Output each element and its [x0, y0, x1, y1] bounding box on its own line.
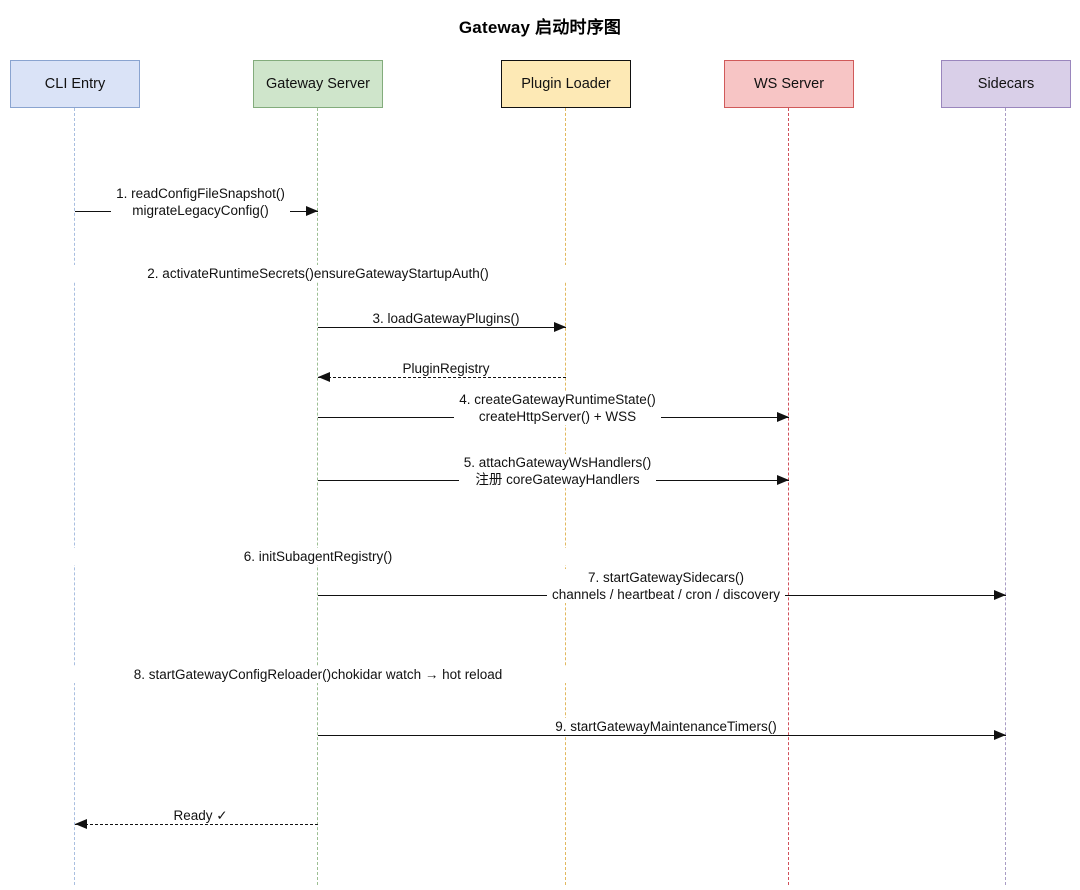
arrow-head-icon — [777, 475, 789, 485]
message-label-line2: 注册 coreGatewayHandlers — [475, 472, 640, 487]
message-label: 9. startGatewayMaintenanceTimers() — [362, 718, 970, 735]
arrow-head-icon — [554, 322, 566, 332]
arrow-head-icon — [75, 819, 87, 829]
message-label-line1: 1. readConfigFileSnapshot() — [116, 186, 285, 201]
arrow-head-icon — [777, 412, 789, 422]
message-label-line2: ensureGatewayStartupAuth() — [313, 266, 489, 281]
message-line — [318, 735, 1006, 736]
participant-ws[interactable]: WS Server — [724, 60, 854, 108]
participant-label: CLI Entry — [44, 76, 106, 92]
participant-plugin[interactable]: Plugin Loader — [501, 60, 631, 108]
participant-label: WS Server — [753, 76, 825, 92]
message-label-line1: 2. activateRuntimeSecrets() — [147, 266, 314, 281]
lifeline-cli — [74, 108, 76, 885]
arrow-head-icon — [318, 372, 330, 382]
message-label-line1: 7. startGatewaySidecars() — [587, 570, 745, 585]
page-title: Gateway 启动时序图 — [458, 18, 622, 37]
lifeline-ws — [788, 108, 790, 885]
message-label-line2: createHttpServer() + WSS — [478, 409, 637, 424]
message-label: 5. attachGatewayWsHandlers() 注册 coreGatew… — [254, 454, 862, 488]
participant-label: Plugin Loader — [521, 76, 611, 92]
participant-label: Gateway Server — [266, 76, 370, 92]
participant-sidecar[interactable]: Sidecars — [941, 60, 1071, 108]
message-line — [318, 327, 566, 328]
lifeline-plugin — [565, 108, 567, 885]
message-label: PluginRegistry — [142, 360, 750, 377]
message-label-line1: Ready ✓ — [173, 808, 228, 823]
message-label: 4. createGatewayRuntimeState() createHttp… — [254, 391, 862, 425]
participant-label: Sidecars — [977, 76, 1035, 92]
message-label-line1: PluginRegistry — [402, 361, 490, 376]
message-label-line2: migrateLegacyConfig() — [132, 203, 269, 218]
message-label-line2: chokidar watch → hot reload — [331, 667, 503, 682]
participant-cli[interactable]: CLI Entry — [10, 60, 140, 108]
message-label-line1: 6. initSubagentRegistry() — [243, 549, 393, 564]
message-label: 3. loadGatewayPlugins() — [142, 310, 750, 327]
participant-gateway[interactable]: Gateway Server — [253, 60, 383, 108]
message-label: Ready ✓ — [0, 807, 505, 824]
lifeline-gateway — [317, 108, 319, 885]
message-line — [75, 824, 318, 825]
message-label-line1: 3. loadGatewayPlugins() — [372, 311, 520, 326]
message-label-line2: channels / heartbeat / cron / discovery — [551, 587, 781, 602]
message-label-line1: 9. startGatewayMaintenanceTimers() — [555, 719, 777, 734]
lifeline-sidecar — [1005, 108, 1007, 885]
arrow-head-icon — [994, 730, 1006, 740]
message-label: 7. startGatewaySidecars() channels / hear… — [362, 569, 970, 603]
message-label-line1: 5. attachGatewayWsHandlers() — [463, 455, 652, 470]
arrow-head-icon — [994, 590, 1006, 600]
arrow-head-icon — [306, 206, 318, 216]
message-line — [318, 377, 566, 378]
message-label: 1. readConfigFileSnapshot() migrateLegacy… — [0, 185, 505, 219]
message-label-line1: 4. createGatewayRuntimeState() — [459, 392, 656, 407]
message-label-line1: 8. startGatewayConfigReloader() — [133, 667, 332, 682]
